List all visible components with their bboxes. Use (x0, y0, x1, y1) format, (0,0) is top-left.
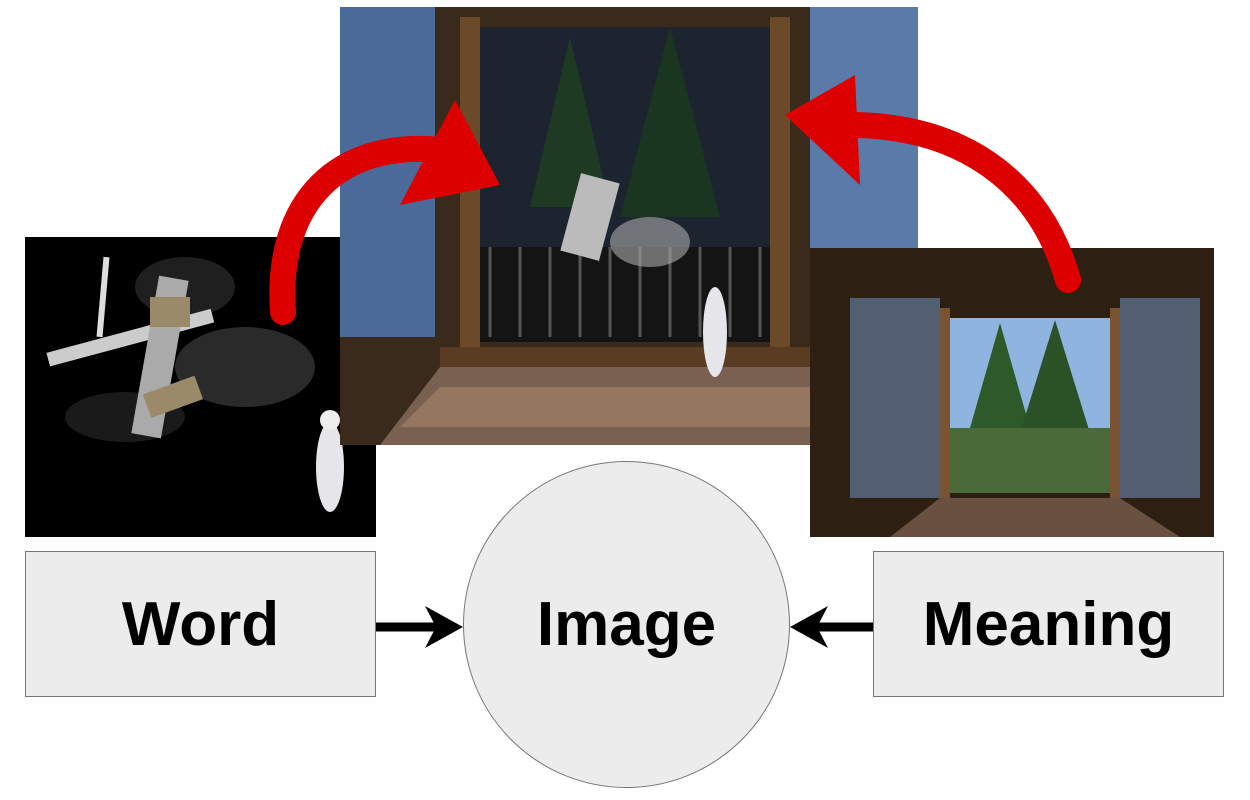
image-label: Image (536, 590, 717, 659)
curved-arrow-meaning-to-image (837, 112, 1081, 293)
curved-arrowhead-left (400, 100, 500, 205)
word-node: Word (25, 551, 376, 697)
word-label: Word (121, 589, 280, 659)
window-view-photo (810, 248, 1214, 537)
space-station-photo (25, 237, 376, 537)
curved-arrowhead-right (785, 75, 860, 185)
curved-arrow-word-to-image (269, 135, 453, 325)
image-node: Image (463, 461, 790, 788)
meaning-label: Meaning (922, 589, 1175, 659)
space-station-illustration (46, 256, 344, 512)
arrowhead-word-to-image (425, 606, 463, 648)
arrowhead-meaning-to-image (790, 606, 828, 648)
window-view-illustration (810, 248, 1214, 537)
meaning-node: Meaning (873, 551, 1224, 697)
